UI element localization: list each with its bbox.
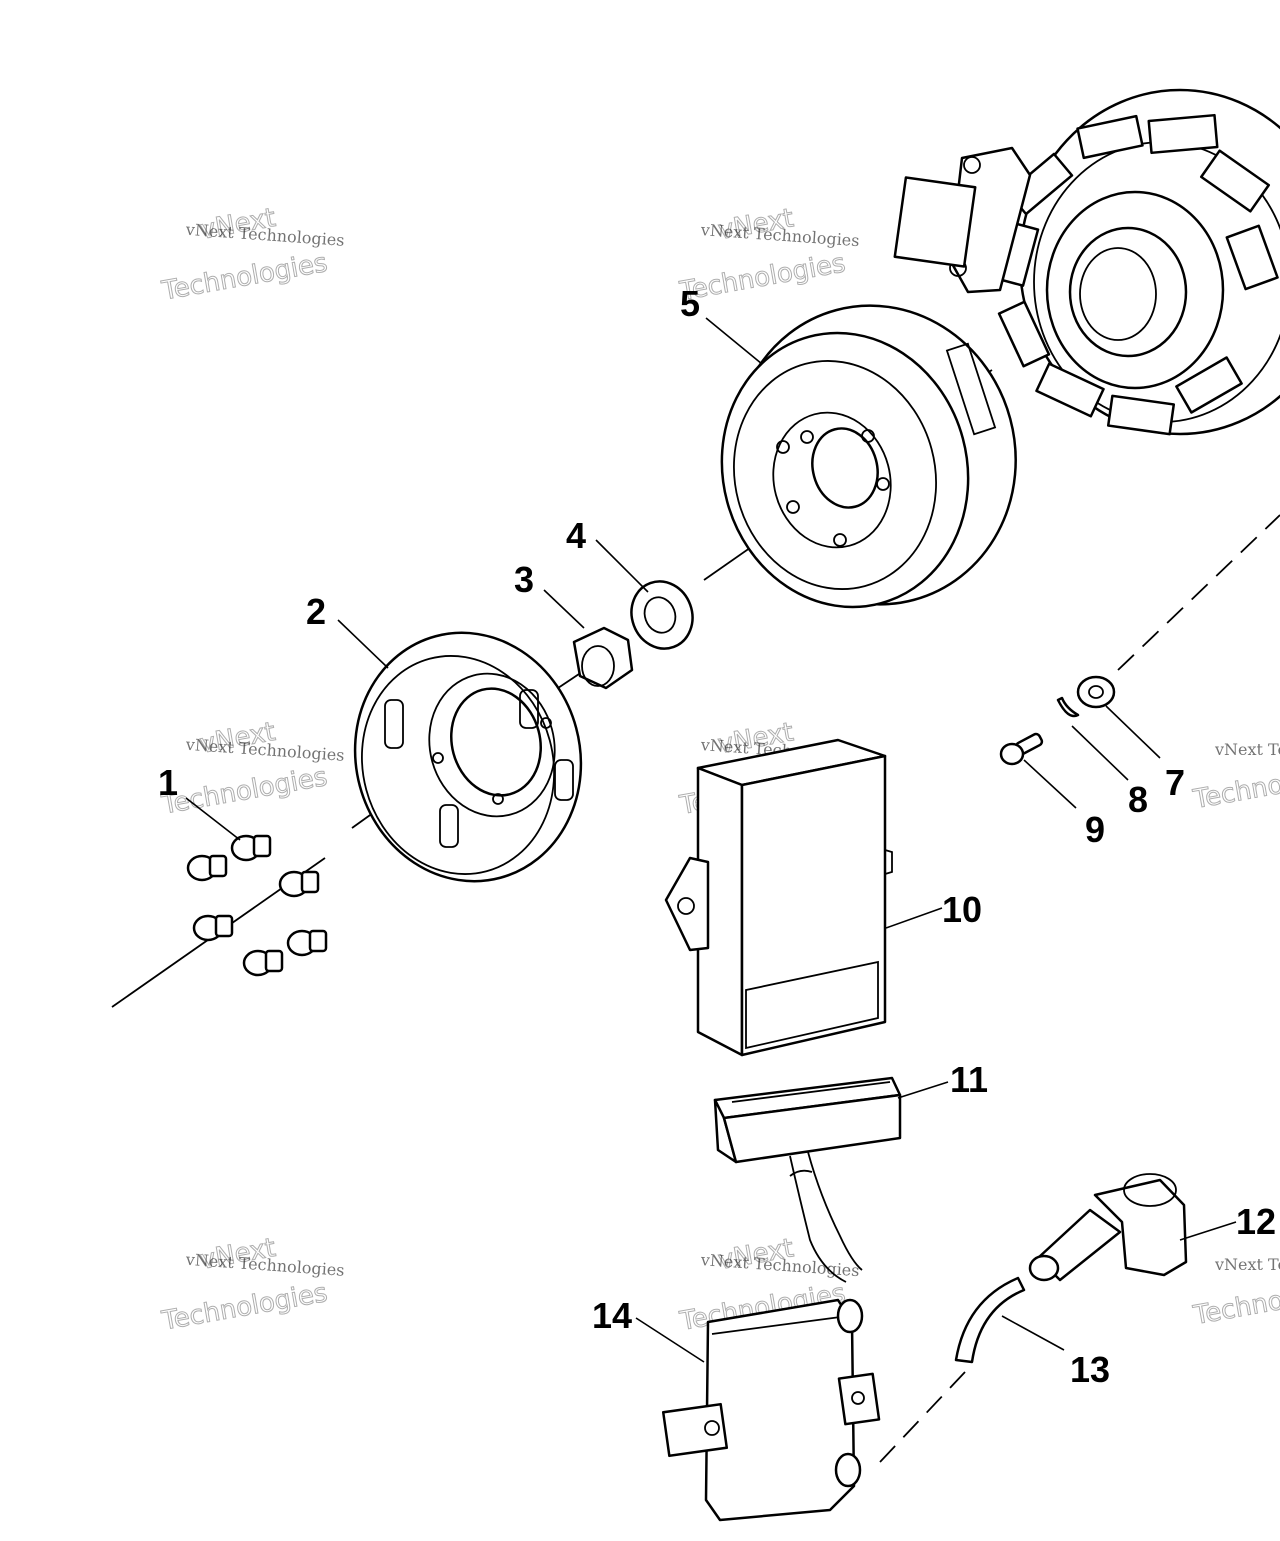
svg-text:Technologies: Technologies — [1191, 1272, 1280, 1331]
nut-part-3 — [572, 626, 634, 690]
bolt — [286, 929, 328, 957]
svg-text:vNext Technologies: vNext Technologies — [1214, 1255, 1280, 1274]
svg-text:Technologies: Technologies — [159, 248, 330, 307]
svg-text:Technologies: Technologies — [1190, 756, 1280, 815]
bolt — [230, 834, 272, 862]
bolt — [192, 914, 234, 942]
svg-text:Technologies: Technologies — [159, 1278, 330, 1337]
callout-2: 2 — [306, 591, 326, 632]
ignition-coil — [661, 1298, 881, 1522]
spark-plug-cap — [1028, 1173, 1188, 1282]
watermark-top-left: vNext vNext Technologies Technologies — [159, 202, 346, 307]
stator-assembly — [893, 88, 1280, 436]
callout-4: 4 — [566, 515, 586, 556]
callout-numbers: 1 2 3 4 5 7 8 9 10 11 12 13 14 — [158, 283, 1276, 1390]
callout-1: 1 — [158, 762, 178, 803]
callout-3: 3 — [514, 559, 534, 600]
cdi-box — [664, 738, 893, 1057]
flat-washer-part-7 — [1076, 675, 1116, 709]
callout-14: 14 — [592, 1295, 632, 1336]
bolt — [278, 870, 320, 898]
svg-text:Technologies: Technologies — [677, 248, 848, 307]
watermark-top-center: vNext vNext Technologies Technologies — [677, 203, 861, 308]
wiring-connector — [713, 1076, 902, 1283]
callout-8: 8 — [1128, 779, 1148, 820]
callout-10: 10 — [942, 889, 982, 930]
washer-part-4 — [630, 580, 694, 650]
watermark-mid-left: vNext vNext Technologies Technologies — [158, 717, 345, 822]
leader-lines — [185, 317, 1237, 1363]
starter-cup — [353, 631, 583, 883]
svg-text:vNext Technologies: vNext Technologies — [1214, 740, 1280, 759]
high-tension-wire — [954, 1276, 1026, 1364]
callout-11: 11 — [950, 1059, 988, 1100]
svg-text:Technologies: Technologies — [159, 762, 330, 821]
watermark-bottom-left: vNext vNext Technologies Technologies — [159, 1232, 346, 1337]
callout-7: 7 — [1165, 762, 1185, 803]
bolt — [242, 949, 284, 977]
lock-washer-part-8 — [1056, 696, 1080, 718]
callout-12: 12 — [1236, 1201, 1276, 1242]
watermark-mid-right: vNext Technologies Technologies — [1190, 740, 1280, 816]
screw-part-9 — [999, 732, 1044, 766]
callout-13: 13 — [1070, 1349, 1110, 1390]
watermark-bottom-right: vNext Technologies Technologies — [1190, 1255, 1280, 1332]
bolt-set — [186, 834, 328, 977]
callout-5: 5 — [680, 283, 700, 324]
callout-9: 9 — [1085, 809, 1105, 850]
bolt — [186, 854, 228, 882]
flywheel — [720, 304, 1017, 609]
